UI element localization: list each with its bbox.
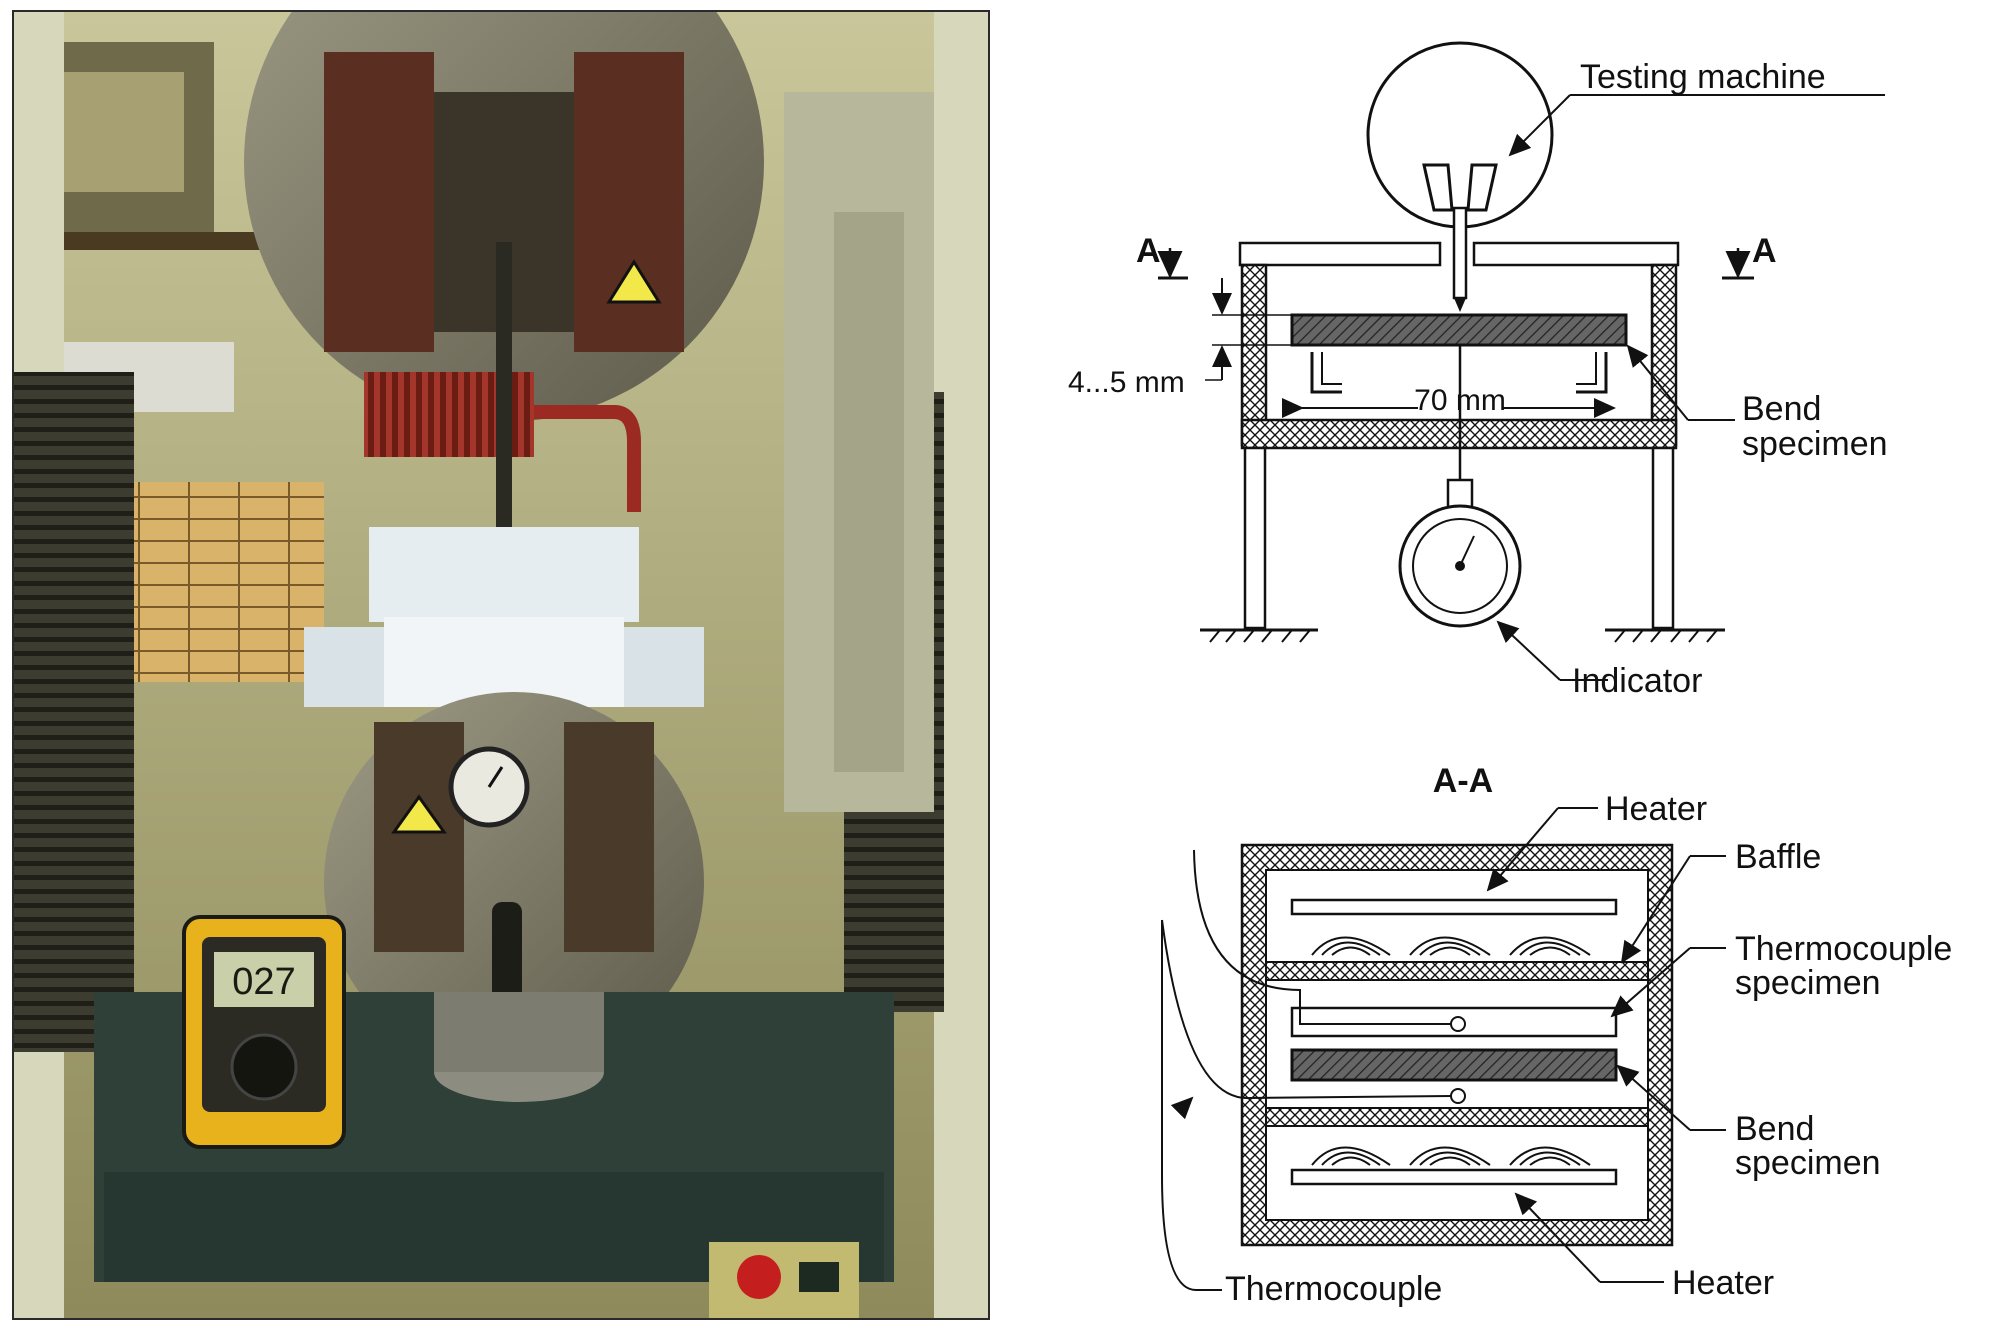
upper-grip-left: [324, 52, 434, 352]
section-specimen-label-1: Bend: [1735, 1110, 1814, 1148]
baffle-bottom: [1265, 1107, 1649, 1127]
lid-right: [1472, 241, 1680, 267]
setup-specimen-label-1: Bend: [1742, 390, 1821, 428]
leg-right: [1651, 446, 1675, 630]
test-rig-photo: 027: [12, 10, 990, 1320]
section-title: A-A: [1433, 762, 1493, 800]
thermocouple-specimen-label-2: specimen: [1735, 964, 1881, 1002]
indicator-label: Indicator: [1572, 662, 1702, 700]
section-marker-left: A: [1136, 232, 1161, 270]
meter-display: [214, 952, 314, 1007]
gap-label: 4...5 mm: [1068, 366, 1185, 399]
thermocouple-wire-1: [1193, 849, 1452, 1025]
loading-rod: [1452, 206, 1468, 300]
baffle-top: [1265, 961, 1649, 981]
leg-left: [1243, 446, 1267, 630]
section-specimen-label-2: specimen: [1735, 1144, 1881, 1182]
schematic-panel: Testing machine 70 mm: [1040, 0, 2000, 1329]
testing-machine-head: [1366, 41, 1554, 229]
upper-grip-right: [574, 52, 684, 352]
thermocouple-label: Thermocouple: [1225, 1270, 1442, 1308]
furnace-top: [369, 527, 639, 622]
furnace-wall-right: [1650, 263, 1678, 447]
bend-specimen: [1290, 313, 1628, 347]
setup-specimen-label-2: specimen: [1742, 425, 1888, 463]
section-view: A-A: [1161, 762, 1952, 1308]
section-bend-specimen: [1290, 1048, 1618, 1082]
section-marker-right: A: [1752, 232, 1777, 270]
warning-sign-top: [606, 259, 662, 304]
support-right: [1576, 352, 1608, 394]
thermocouple-specimen-label-1: Thermocouple: [1735, 930, 1952, 968]
thermocouple-wire-2: [1161, 919, 1453, 1100]
heater-top-label: Heater: [1605, 790, 1707, 828]
heater-bottom-label: Heater: [1672, 1264, 1774, 1302]
multimeter: 027: [182, 915, 346, 1149]
baffle-label: Baffle: [1735, 838, 1821, 876]
louver-left: [14, 372, 134, 1052]
heater-top: [1290, 898, 1618, 916]
heater-bottom: [1290, 1168, 1618, 1186]
setup-view: Testing machine 70 mm: [1068, 41, 1888, 700]
testing-machine-label: Testing machine: [1580, 58, 1826, 96]
support-left: [1310, 352, 1342, 394]
push-rod: [496, 242, 512, 572]
emergency-stop-button: [737, 1255, 781, 1299]
lid-left: [1238, 241, 1442, 267]
meter-reading: 027: [232, 961, 295, 1003]
furnace-wall-left: [1240, 263, 1268, 447]
